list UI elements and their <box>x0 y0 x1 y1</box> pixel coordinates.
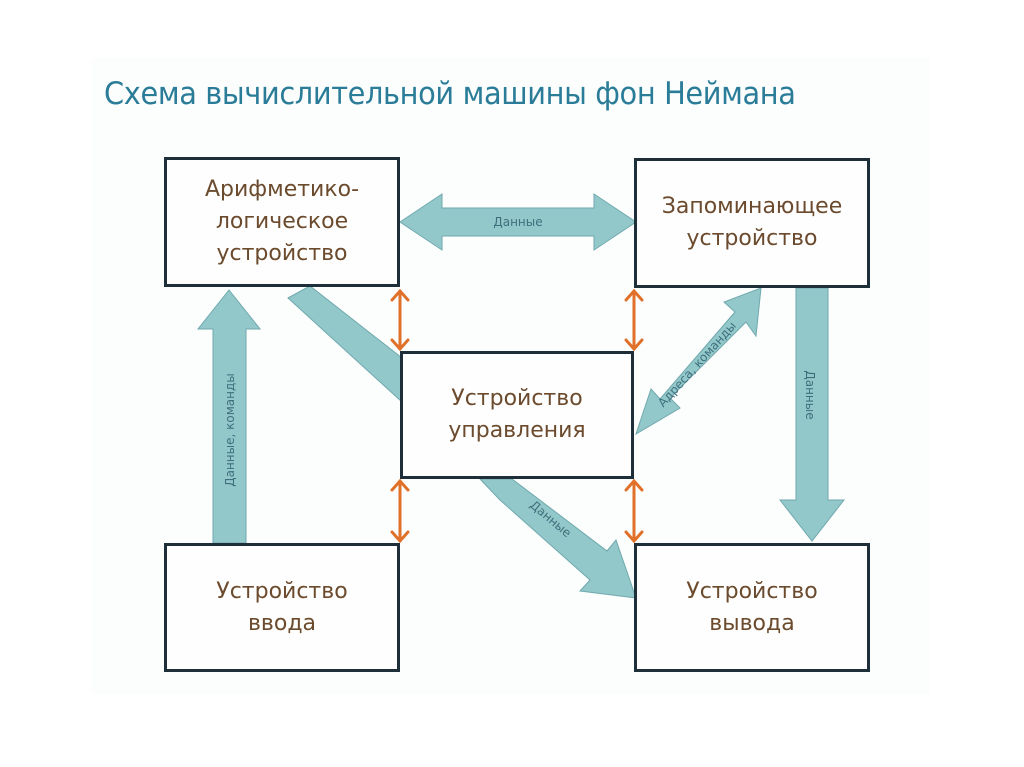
block-memory-line: Запоминающее <box>661 194 843 219</box>
block-memory: Запоминающее устройство <box>634 158 870 288</box>
block-alu-line: логическое <box>215 209 349 234</box>
arrow-memory-output <box>778 287 846 542</box>
block-control-line: Устройство <box>451 386 583 411</box>
block-control-line: управления <box>448 418 586 443</box>
label-memory-output: Данные <box>803 370 817 419</box>
block-input-line: Устройство <box>216 578 348 604</box>
block-output-line: Устройство <box>686 578 818 604</box>
block-memory-line: устройство <box>686 226 818 251</box>
block-control: Устройство управления <box>400 351 634 479</box>
control-arrow-cu-out <box>624 478 644 544</box>
diagram-title: Схема вычислительной машины фон Неймана <box>104 76 796 112</box>
label-memory-control: Адреса, команды <box>655 319 739 410</box>
arrow-control-output <box>478 478 637 599</box>
arrow-memory-control <box>635 287 762 436</box>
block-input-line: ввода <box>247 610 317 636</box>
control-arrow-alu-cu <box>390 288 410 352</box>
control-arrow-cu-in <box>390 478 410 544</box>
label-input-alu: Данные, команды <box>223 373 237 487</box>
arrow-alu-control <box>287 285 403 404</box>
block-output-line: вывода <box>709 610 795 636</box>
block-output: Устройство вывода <box>634 543 870 672</box>
block-alu-line: Арифметико- <box>204 177 360 202</box>
block-alu: Арифметико- логическое устройство <box>164 157 400 287</box>
control-arrow-mem-cu <box>624 288 644 352</box>
block-alu-line: устройство <box>216 241 348 266</box>
block-input: Устройство ввода <box>164 543 400 672</box>
label-alu-memory: Данные <box>493 215 542 229</box>
